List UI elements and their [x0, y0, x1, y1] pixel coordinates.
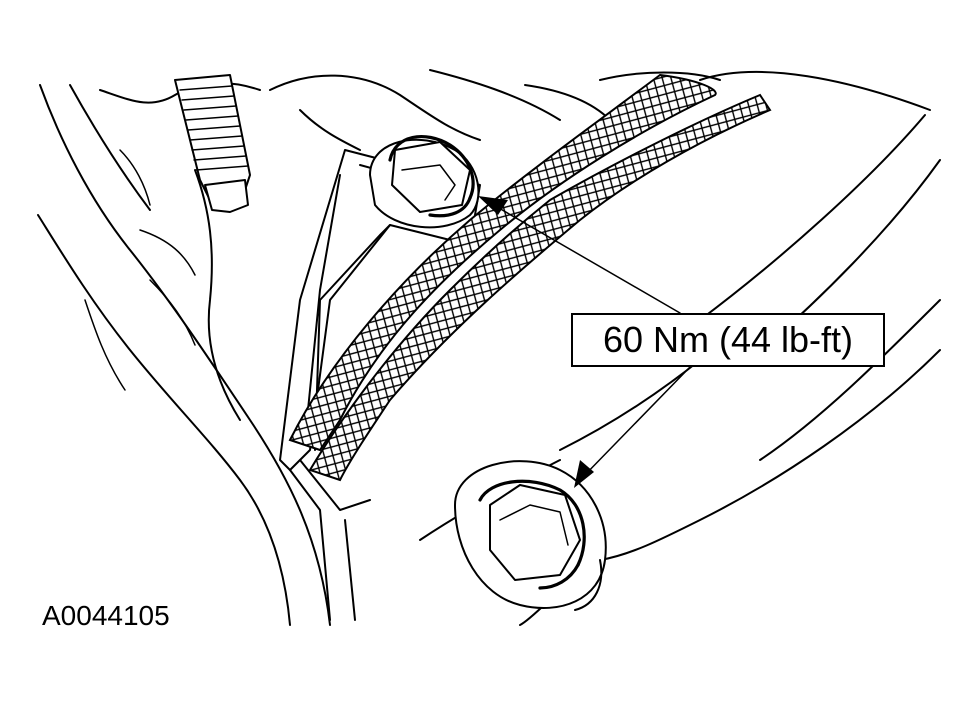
arrowhead-lower [574, 460, 594, 488]
braided-hose [288, 73, 772, 482]
torque-label: 60 Nm (44 lb-ft) [602, 319, 854, 360]
engine-block-outline [37, 69, 721, 626]
lower-bolt [454, 460, 607, 611]
upper-bolt [369, 135, 480, 229]
figure-id: A0044105 [42, 600, 170, 631]
arrowhead-upper [478, 196, 508, 215]
torque-callout: 60 Nm (44 lb-ft) [571, 313, 885, 367]
threaded-stud [174, 74, 251, 213]
callout-leaders [478, 196, 691, 488]
